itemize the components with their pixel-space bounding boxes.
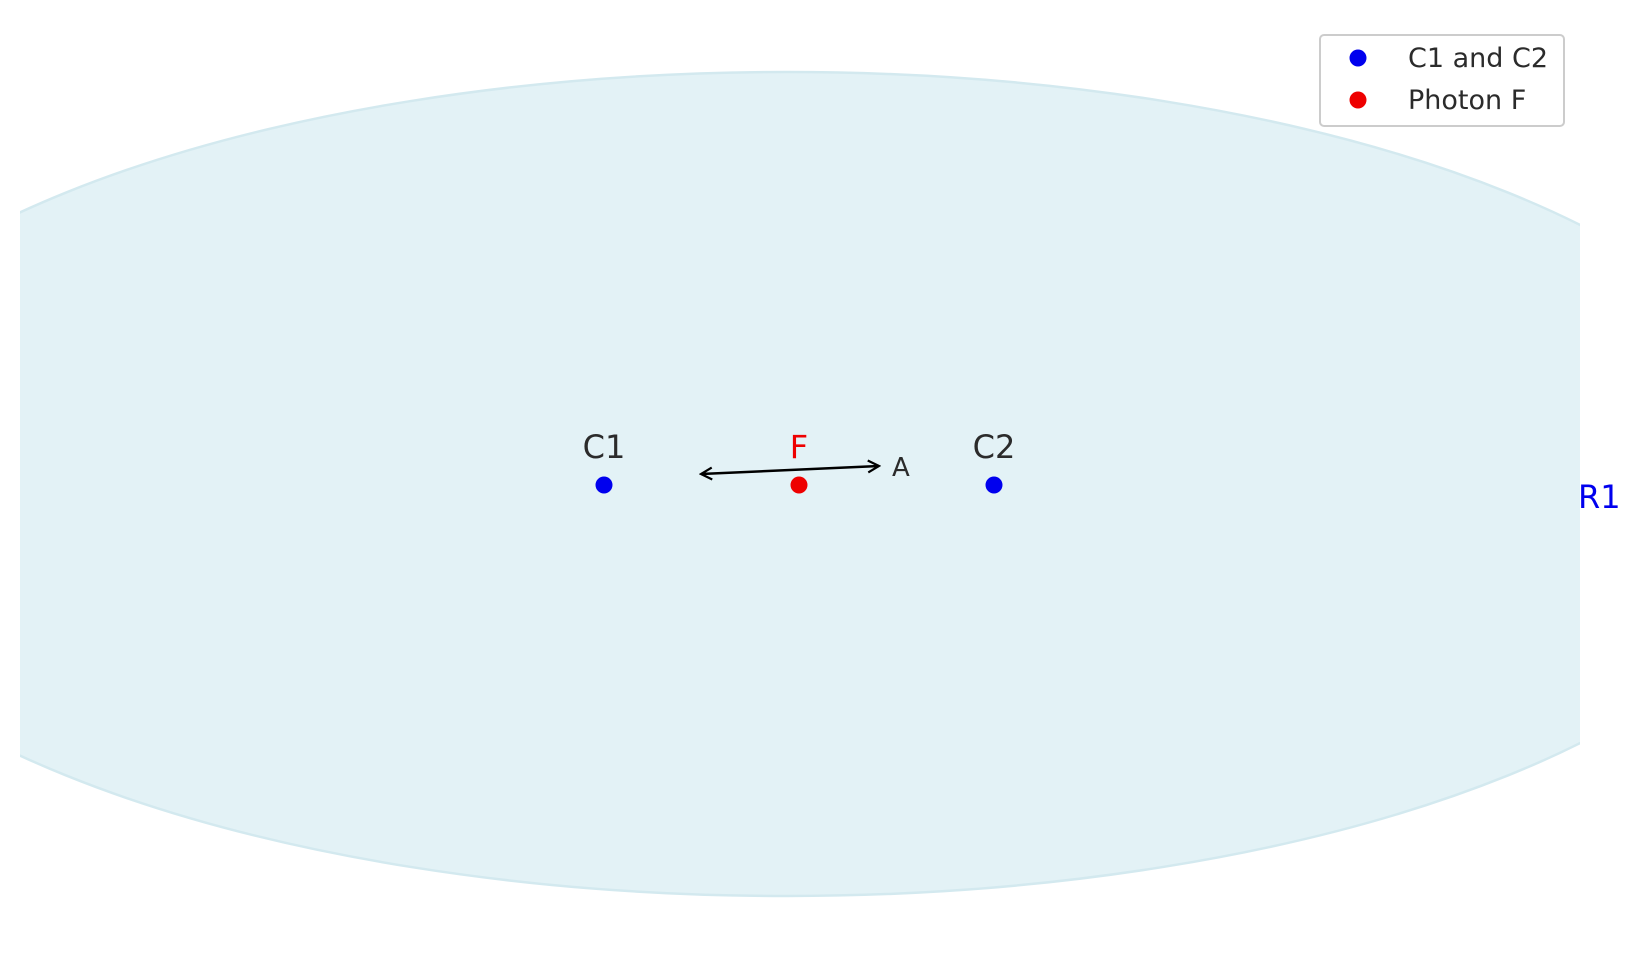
point-c1	[595, 476, 613, 494]
point-c1-label: C1	[583, 428, 626, 466]
point-photon-f	[790, 476, 808, 494]
point-c2	[985, 476, 1003, 494]
legend-box	[1319, 34, 1565, 127]
region-r1	[20, 70, 1580, 898]
legend-label-photon: Photon F	[1408, 85, 1526, 116]
point-photon-f-label: F	[790, 428, 808, 466]
legend-marker-c1-c2	[1349, 49, 1367, 67]
point-c2-label: C2	[973, 428, 1016, 466]
arrow-a	[701, 466, 879, 474]
legend-marker-photon	[1349, 91, 1367, 109]
region-r1-group	[20, 70, 1580, 898]
legend: C1 and C2 Photon F	[1319, 34, 1565, 127]
arrow-label: A	[892, 453, 910, 483]
region-label: R1	[1578, 478, 1621, 516]
legend-label-c1-c2: C1 and C2	[1408, 43, 1548, 74]
